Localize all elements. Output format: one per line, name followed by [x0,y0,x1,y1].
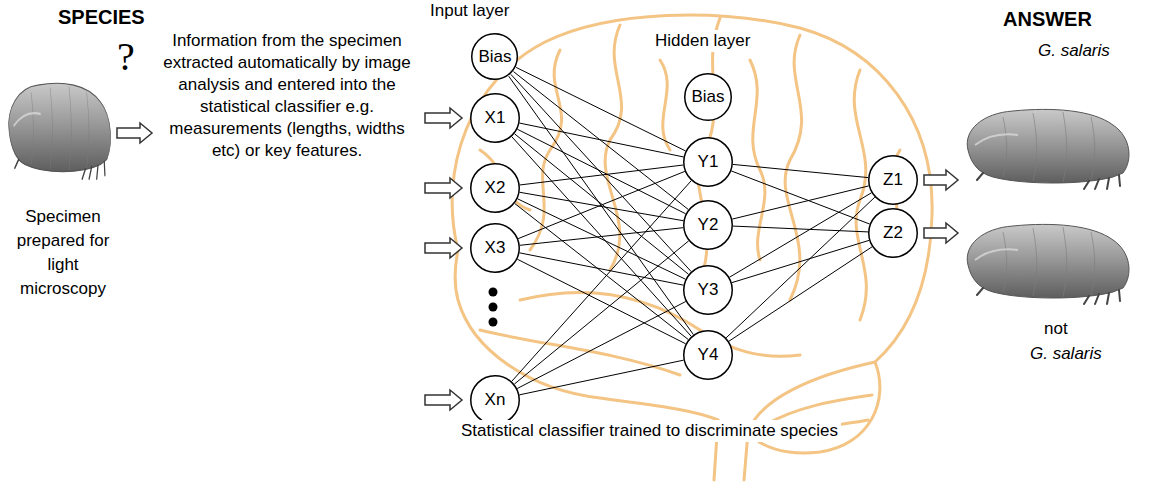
heading: SPECIES [58,6,145,28]
layer-label: Input layer [427,0,512,22]
specimen-image [967,224,1129,304]
neuron-label: X1 [485,108,506,128]
neuron-circle [684,266,733,315]
neuron-circle [684,331,733,380]
neuron-circle [869,209,918,258]
connection-line [732,186,868,219]
connection-line [517,301,686,388]
connection-line [518,199,686,279]
neuron-label: X2 [485,178,506,198]
connection-line [517,259,685,344]
neuron-circle [684,138,733,187]
neuron-node: Z2 [868,208,918,258]
species-name: G. salaris [1038,40,1110,62]
question-mark: ? [117,34,135,80]
connection-line [732,240,869,282]
neuron-node: X1 [470,93,520,143]
answer-text: not [1044,318,1068,340]
connection-line [733,164,868,177]
heading: ANSWER [1003,8,1092,30]
neuron-node: Y4 [683,330,733,380]
neuron-label: Y1 [698,152,719,172]
footer-label: Statistical classifier trained to discri… [458,420,841,442]
neuron-circle [684,201,733,250]
connection-line [729,247,872,341]
connection-line [726,197,875,338]
neuron-circle [471,376,520,425]
species-name: G. salaris [1030,343,1102,365]
connection-line [512,181,692,382]
neuron-label: Bias [478,47,511,67]
specimen-image [9,83,111,179]
connection-line [731,171,869,224]
neuron-node: X2 [470,163,520,213]
neuron-circle [471,94,520,143]
connection-line [509,76,694,335]
neuron-label: Z2 [883,223,903,243]
neuron-circle [472,34,518,80]
neuron-circle [685,74,732,121]
neuron-circle [869,156,918,205]
neuron-node: Y2 [683,200,733,250]
caption-text: Specimen prepared for light microscopy [10,205,116,301]
connection-line [729,193,871,277]
neuron-label: Z1 [883,170,903,190]
neuron-label: Y4 [698,345,719,365]
neuron-circle [471,224,520,273]
connection-line [514,134,688,275]
layer-label: Hidden layer [652,30,753,52]
connection-line [520,228,683,246]
neuron-label: Y3 [698,280,719,300]
connection-line [514,241,688,384]
neuron-label: Xn [485,390,506,410]
neuron-node: Y3 [683,265,733,315]
neuron-node: Bias [684,73,732,121]
connection-line [519,123,683,157]
neuron-node: Z1 [868,155,918,205]
neuron-label: Y2 [698,215,719,235]
ellipsis-dots [489,288,498,327]
description-text: Information from the specimen extracted … [158,30,416,162]
neuron-node: Bias [471,33,518,80]
neuron-label: Bias [691,87,724,107]
connection-line [518,171,685,238]
connection-line [516,67,685,151]
specimen-image [967,109,1129,189]
connection-line [733,226,868,232]
connection-line [519,360,683,395]
neuron-label: X3 [485,238,506,258]
connection-line [511,74,691,271]
neuron-node: X3 [470,223,520,273]
neuron-circle [471,164,520,213]
brain-outline [452,15,932,480]
connection-line [512,137,692,337]
neuron-node: Y1 [683,137,733,187]
neuron-node: Xn [470,375,520,425]
